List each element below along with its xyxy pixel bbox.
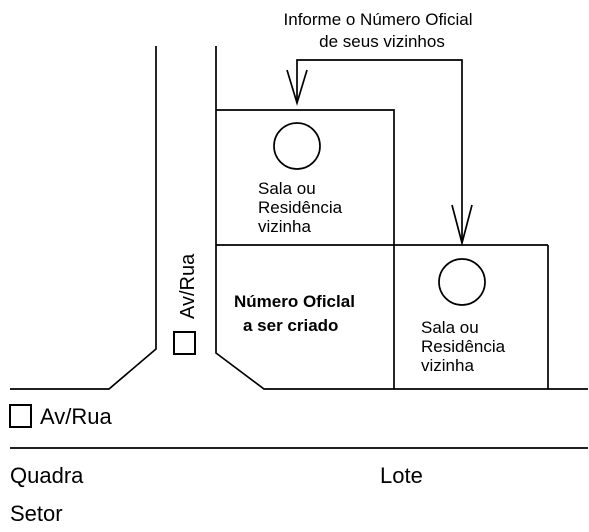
neighbor-top-marker-circle: [273, 122, 321, 170]
setor-field-label[interactable]: Setor: [10, 501, 63, 526]
instruction-line-1: Informe o Número Oficial: [284, 10, 473, 29]
street-vertical-right-edge: [215, 46, 588, 390]
street-vertical-checkbox[interactable]: [173, 331, 196, 355]
lote-field-label[interactable]: Lote: [380, 463, 423, 488]
instruction-line-2: de seus vizinhos: [319, 32, 445, 51]
neighbor-right-line-3: vizinha: [421, 356, 474, 375]
neighbor-right-line-2: Residência: [421, 337, 506, 356]
neighbor-right-marker-circle: [438, 258, 486, 306]
target-lot-line-2: a ser criado: [243, 316, 338, 335]
street-horizontal-checkbox[interactable]: [9, 404, 32, 428]
arrowhead-to-top-neighbor: [286, 69, 308, 106]
street-horizontal-label: Av/Rua: [40, 404, 113, 429]
quadra-field-label[interactable]: Quadra: [10, 463, 84, 488]
neighbor-lot-top-outline: [216, 109, 395, 389]
neighbor-top-line-3: vizinha: [258, 217, 311, 236]
street-vertical-label: Av/Rua: [177, 253, 199, 319]
target-lot-line-1: Número Oficlal: [234, 292, 355, 311]
arrowhead-to-right-neighbor: [451, 204, 473, 247]
street-vertical-left-edge: [10, 46, 157, 390]
neighbor-top-line-2: Residência: [258, 198, 343, 217]
neighbor-right-line-1: Sala ou: [421, 318, 479, 337]
neighbor-arrow-connector: [296, 59, 463, 243]
neighbor-top-line-1: Sala ou: [258, 179, 316, 198]
